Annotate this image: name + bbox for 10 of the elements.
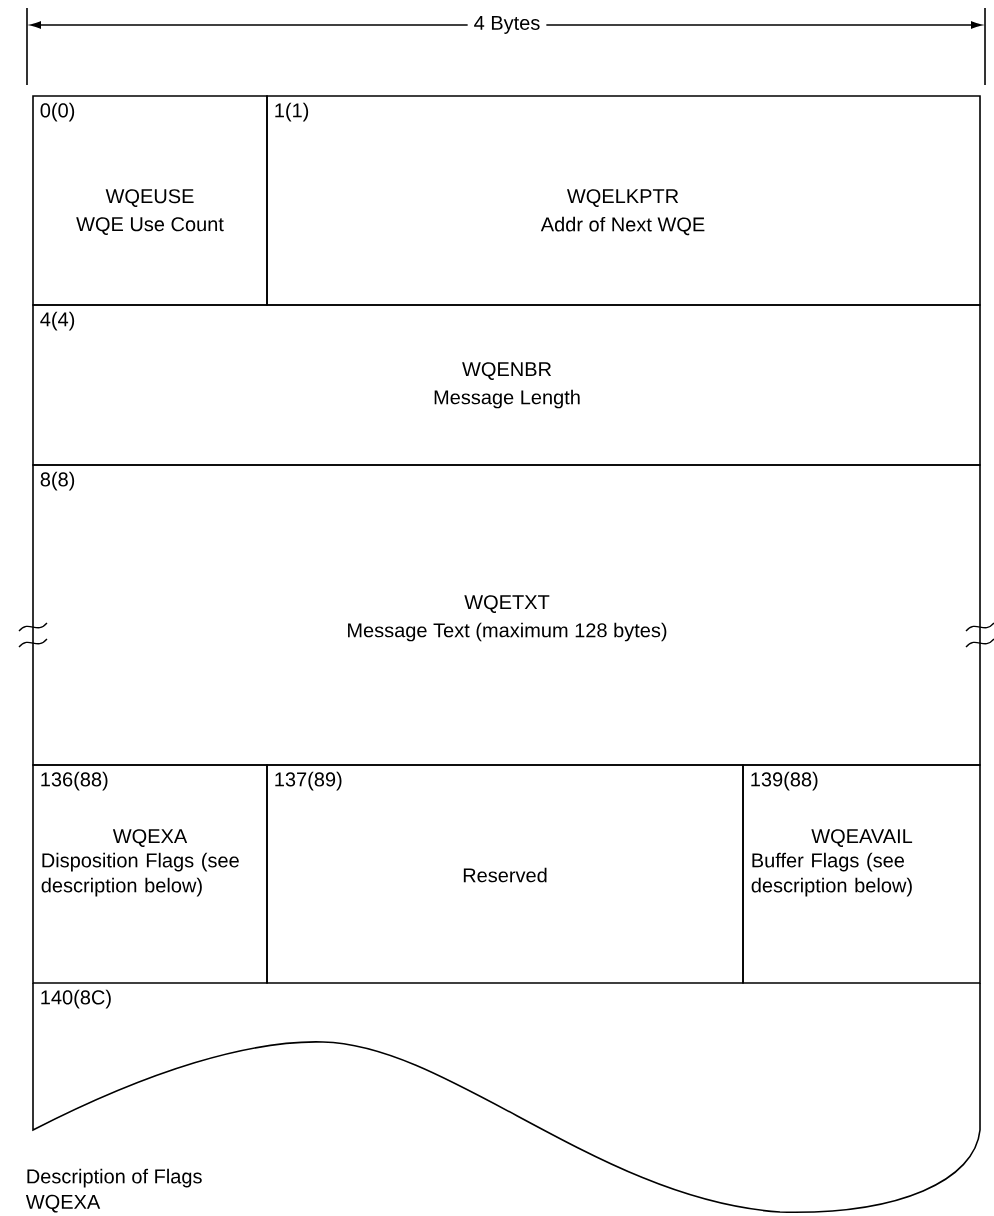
field-cell: 1(1) WQELKPTR Addr of Next WQE [266, 95, 981, 306]
dimension-label: 4 Bytes [467, 10, 547, 40]
note-text: WQEXA [25, 1194, 101, 1213]
field-cell: 137(89) Reserved [266, 764, 744, 984]
field-cell: 4(4) WQENBR Message Length [32, 304, 981, 466]
note-text: Description of Flags [27, 1168, 202, 1188]
field-cell: 0(0) WQEUSE WQE Use Count [32, 95, 268, 306]
field-cell: 136(88) WQEXA Disposition Flags (see description below) [32, 764, 268, 984]
field-cell: 139(88) WQEAVAIL Buffer Flags (see description below) [742, 764, 981, 984]
field-cell: 8(8) WQETXT Message Text (maximum 128 bytes) [32, 464, 981, 766]
